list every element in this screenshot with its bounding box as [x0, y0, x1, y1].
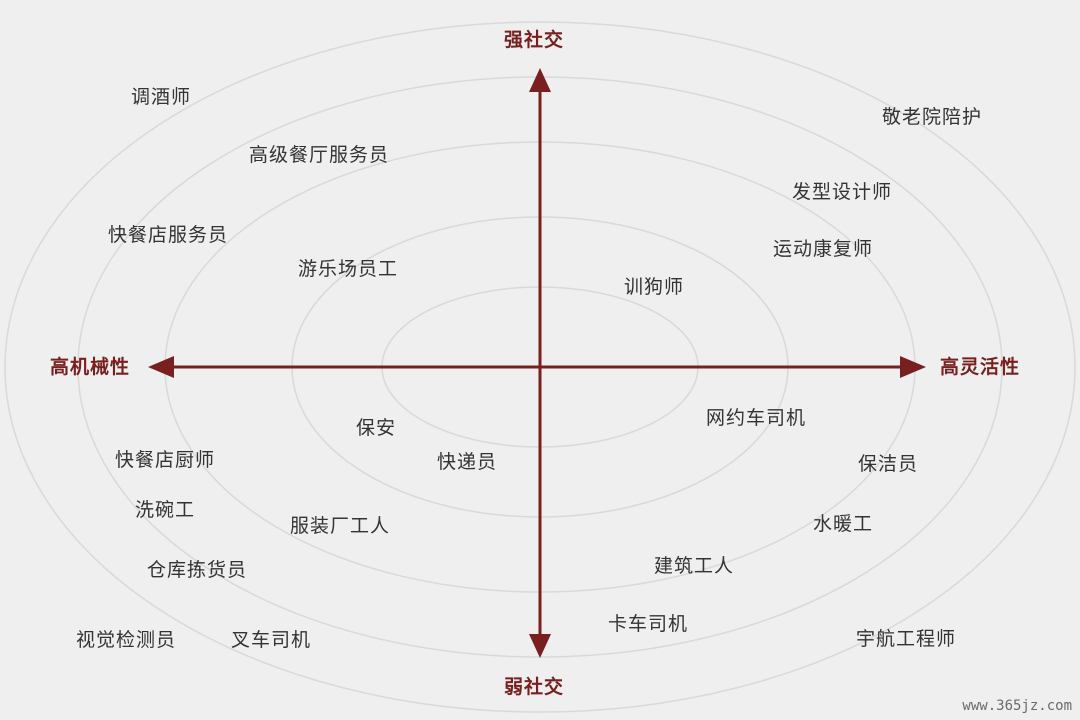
job-label: 敬老院陪护	[882, 106, 983, 128]
job-label: 游乐场员工	[298, 258, 399, 280]
job-label: 运动康复师	[773, 238, 874, 260]
arrow-down-icon	[529, 634, 551, 658]
axis-label-weak-social: 弱社交	[504, 676, 565, 698]
job-label: 网约车司机	[706, 407, 807, 429]
job-label: 叉车司机	[231, 629, 312, 651]
job-label: 仓库拣货员	[147, 559, 248, 581]
arrow-right-icon	[900, 356, 926, 378]
ellipse-ring-1	[4, 21, 1076, 713]
job-label: 水暖工	[813, 513, 874, 535]
job-label: 调酒师	[131, 86, 192, 108]
job-label: 保洁员	[858, 453, 919, 475]
axis-label-strong-social: 强社交	[504, 29, 565, 51]
axes	[148, 68, 926, 658]
job-label: 视觉检测员	[76, 629, 177, 651]
job-label: 快餐店服务员	[108, 224, 229, 246]
axis-label-high-mechanical: 高机械性	[50, 356, 131, 378]
job-label: 保安	[356, 417, 397, 439]
job-label: 训狗师	[624, 276, 685, 298]
job-label: 宇航工程师	[856, 628, 957, 650]
job-label: 快递员	[437, 451, 498, 473]
job-label: 快餐店厨师	[115, 449, 216, 471]
job-label: 洗碗工	[135, 499, 196, 521]
watermark: www.365jz.com	[962, 698, 1072, 714]
arrow-up-icon	[529, 68, 551, 92]
job-label: 发型设计师	[792, 181, 893, 203]
axis-label-high-flexibility: 高灵活性	[940, 356, 1021, 378]
job-label: 卡车司机	[608, 613, 689, 635]
job-label: 高级餐厅服务员	[249, 144, 390, 166]
job-label: 服装厂工人	[290, 515, 391, 537]
arrow-left-icon	[148, 356, 174, 378]
job-label: 建筑工人	[654, 555, 735, 577]
